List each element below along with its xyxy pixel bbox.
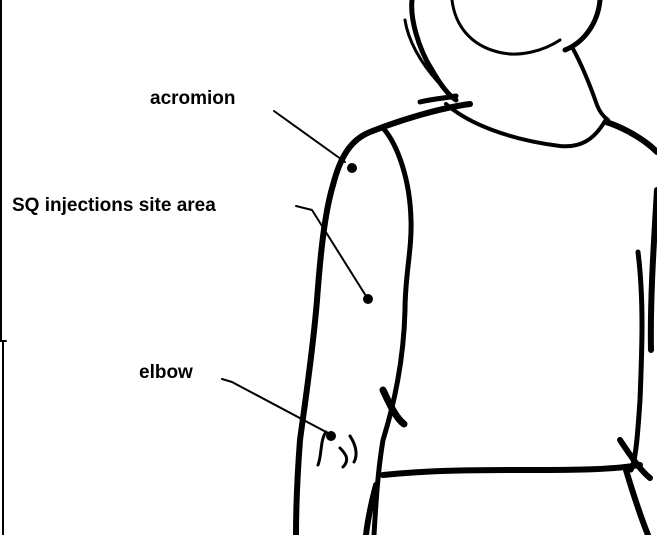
head-right-outline [565, 0, 600, 50]
sq-site-dot [363, 294, 373, 304]
head-back-curve [452, 0, 560, 54]
torso-right [631, 252, 642, 470]
shirt-hem [383, 465, 640, 475]
sq-site-leader-line [296, 206, 366, 296]
elbow-crease-1 [318, 432, 326, 465]
elbow-crease-3 [350, 436, 356, 462]
elbow-leader-line [222, 379, 328, 433]
acromion-dot [347, 163, 357, 173]
lower-back-right [626, 470, 648, 535]
acromion-leader-line [274, 111, 345, 162]
elbow-label: elbow [139, 363, 193, 382]
torso-right-edge [651, 190, 657, 350]
left-arm-outer [296, 185, 333, 535]
left-shoulder [333, 104, 470, 185]
head-outline [412, 0, 456, 100]
elbow-dot [326, 431, 336, 441]
collar-line [446, 104, 605, 146]
acromion-label: acromion [150, 89, 236, 108]
sq-injection-site-label: SQ injections site area [12, 196, 216, 215]
right-shoulder [606, 122, 657, 152]
elbow-crease-2 [340, 448, 347, 467]
neck-right [572, 47, 608, 120]
collar-left [420, 96, 456, 102]
